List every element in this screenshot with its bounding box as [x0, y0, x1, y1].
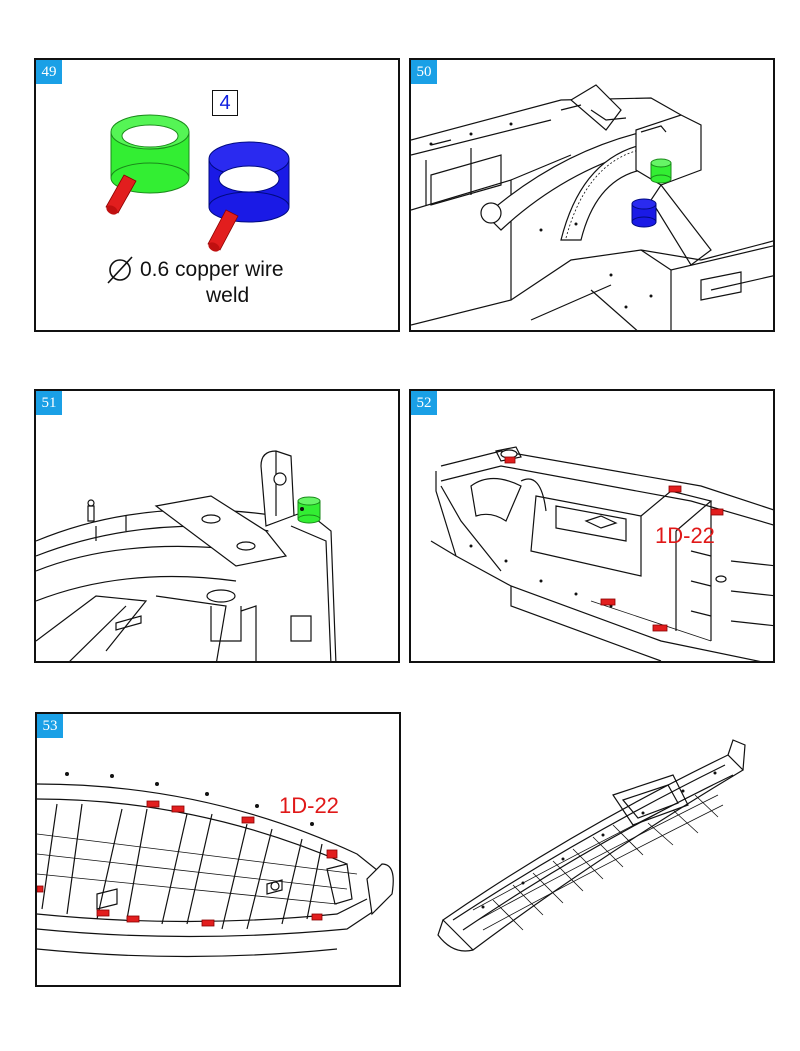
- step-number-badge: 52: [411, 391, 437, 415]
- hull-top-view-illustration: [430, 446, 773, 661]
- rudder-mount-illustration: [36, 450, 337, 661]
- part-number-box: 4: [212, 90, 238, 116]
- step-number-badge: 49: [36, 60, 62, 84]
- red-part-marker: [504, 456, 724, 632]
- red-part-marker: [37, 800, 338, 927]
- finished-longboat-illustration: [437, 739, 746, 952]
- wire-caption-line2: weld: [206, 284, 250, 307]
- step-51-panel: 51: [34, 389, 400, 663]
- step-number-badge: 51: [36, 391, 62, 415]
- blue-ring: [631, 198, 657, 228]
- hull-gunwale-illustration: [37, 772, 394, 958]
- part-label-1d-22: 1D-22: [279, 793, 339, 818]
- step-number-badge: 50: [411, 60, 437, 84]
- diameter-icon: [107, 256, 133, 284]
- green-ring: [297, 496, 321, 524]
- step-52-panel: 52: [409, 389, 775, 663]
- step-49-panel: 49 4 0.6 copper wire weld: [34, 58, 400, 332]
- part-label-1d-22: 1D-22: [655, 523, 715, 548]
- wire-ring-illustration: [105, 114, 290, 284]
- green-ring: [650, 158, 672, 184]
- step-50-panel: 50: [409, 58, 775, 332]
- blue-ring: [208, 141, 290, 223]
- rudder-fitting-illustration: [411, 84, 773, 330]
- step-53-panel: 53: [35, 712, 401, 987]
- wire-caption-line1: 0.6 copper wire: [140, 258, 284, 281]
- red-wire-pin-left: [105, 174, 137, 215]
- red-wire-pin-right: [207, 209, 239, 252]
- step-number-badge: 53: [37, 714, 63, 738]
